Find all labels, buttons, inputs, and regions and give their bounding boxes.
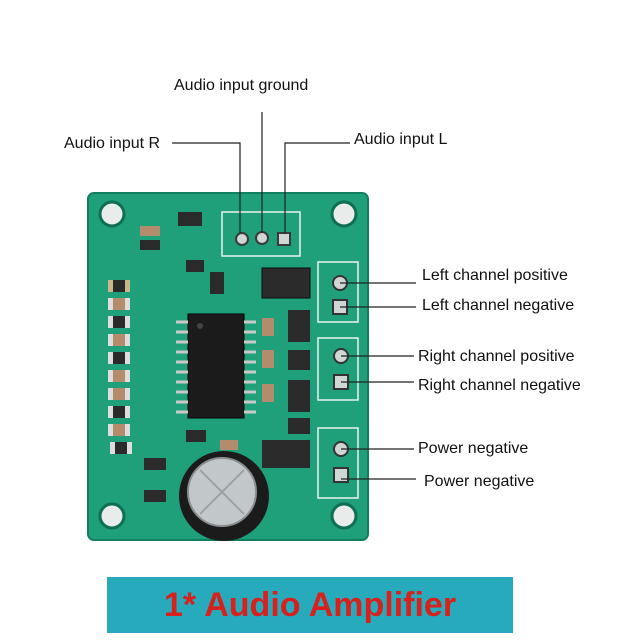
pointer-lines [172, 112, 416, 480]
output-pads [332, 275, 349, 483]
input-pads [235, 231, 291, 246]
banner-title: 1* Audio Amplifier [163, 586, 457, 624]
label-audio-input-l: Audio input L [354, 131, 448, 148]
title-banner: 1* Audio Amplifier [107, 577, 513, 633]
smd-components-right [261, 267, 311, 468]
label-left-channel-negative: Left channel negative [422, 297, 575, 314]
label-audio-input-r: Audio input R [64, 135, 161, 152]
electrolytic-capacitor [179, 451, 269, 541]
label-power-negative-1: Power negative [418, 440, 529, 457]
label-power-negative-2: Power negative [424, 473, 535, 490]
ic-pins [176, 320, 256, 414]
label-right-channel-positive: Right channel positive [418, 348, 575, 365]
label-left-channel-positive: Left channel positive [422, 267, 568, 284]
smd-components-left [108, 212, 238, 502]
amplifier-ic [187, 313, 245, 419]
label-right-channel-negative: Right channel negative [418, 377, 581, 394]
mounting-holes [98, 200, 358, 530]
label-audio-input-ground: Audio input ground [174, 77, 309, 94]
